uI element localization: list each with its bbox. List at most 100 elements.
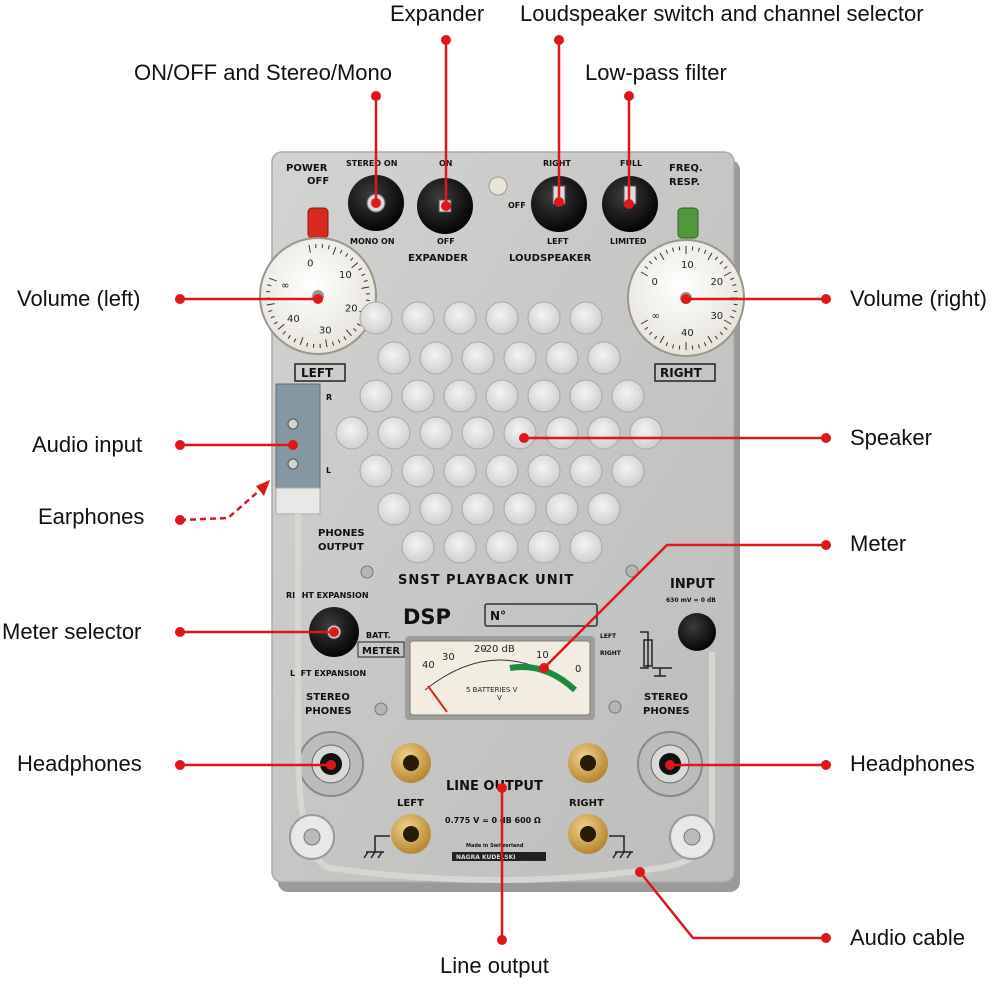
label-ls-off: OFF (508, 201, 526, 210)
meter-scale-10: 10 (536, 650, 549, 661)
grille-hole (546, 342, 578, 374)
label-right-channel: RIGHT (660, 366, 703, 380)
grille-hole (486, 455, 518, 487)
dial-number: 30 (319, 325, 332, 336)
label-left-expansion: LEFT EXPANSION (290, 669, 366, 678)
green-button[interactable] (678, 208, 698, 238)
line-output-right-bottom[interactable] (568, 814, 608, 854)
grille-hole (570, 531, 602, 563)
grille-hole (486, 380, 518, 412)
grille-hole (420, 342, 452, 374)
label-input-left: LEFT (600, 633, 617, 640)
label-input-right: RIGHT (600, 650, 622, 657)
dial-tick (679, 246, 680, 250)
callout-audio-input: Audio input (32, 434, 142, 456)
meter-db-label: -20 dB (482, 644, 515, 655)
label-off: OFF (307, 176, 329, 187)
callout-onoff: ON/OFF and Stereo/Mono (134, 62, 392, 84)
label-line-right: RIGHT (569, 798, 604, 809)
grille-hole (528, 531, 560, 563)
label-resp: RESP. (669, 177, 700, 188)
grille-hole (402, 380, 434, 412)
audio-input-block[interactable] (276, 384, 320, 514)
meter-scale-30: 30 (442, 652, 455, 663)
callout-expander: Expander (390, 3, 484, 25)
grille-hole (588, 493, 620, 525)
label-made-in: Made in Switzerland (466, 843, 524, 849)
grille-hole (378, 417, 410, 449)
grille-hole (630, 417, 662, 449)
callout-volume-left: Volume (left) (17, 288, 141, 310)
callout-headphones-left: Headphones (17, 753, 142, 775)
label-stereo-left: STEREO (306, 692, 350, 703)
label-input: INPUT (670, 577, 715, 592)
line-output-left-top[interactable] (391, 743, 431, 783)
screw (609, 701, 621, 713)
line-output-right-top[interactable] (568, 743, 608, 783)
dial-number: 10 (681, 260, 694, 271)
cable-clamp-right (670, 815, 714, 859)
label-expander: EXPANDER (408, 253, 468, 264)
label-loudspeaker: LOUDSPEAKER (509, 253, 592, 264)
label-output: OUTPUT (318, 542, 364, 553)
grille-hole (444, 455, 476, 487)
grille-hole (378, 342, 410, 374)
meter-scale-20: 20 (474, 644, 487, 655)
dial-number: ∞ (652, 311, 660, 322)
dial-number: 40 (681, 328, 694, 339)
dial-tick (692, 246, 693, 250)
label-brand: NAGRA KUDELSKI (456, 854, 515, 861)
callout-volume-right: Volume (right) (850, 288, 987, 310)
grille-hole (528, 302, 560, 334)
grille-hole (546, 493, 578, 525)
dial-number: 40 (287, 314, 300, 325)
grille-hole (528, 455, 560, 487)
grille-hole (444, 302, 476, 334)
grille-hole (444, 531, 476, 563)
screw (361, 566, 373, 578)
grille-hole (546, 417, 578, 449)
label-stereo-right: STEREO (644, 692, 688, 703)
dial-tick (734, 291, 738, 292)
grille-hole (486, 531, 518, 563)
callout-line-output: Line output (440, 955, 549, 977)
grille-hole (504, 342, 536, 374)
cable-clamp-left (290, 815, 334, 859)
grille-hole (588, 417, 620, 449)
label-stereo-on: STEREO ON (346, 159, 397, 168)
dial-number: 30 (710, 311, 723, 322)
label-mono-on: MONO ON (350, 237, 395, 246)
label-limited: LIMITED (610, 237, 647, 246)
label-line-left: LEFT (397, 798, 424, 809)
label-phones-left: PHONES (305, 706, 352, 717)
label-r: R (326, 393, 332, 402)
input-jack[interactable] (678, 613, 716, 651)
label-exp-off: OFF (437, 237, 455, 246)
grille-hole (444, 380, 476, 412)
unit-name: SNST PLAYBACK UNIT (398, 573, 574, 588)
callout-meter: Meter (850, 533, 906, 555)
grille-hole (336, 417, 368, 449)
label-phones-right: PHONES (643, 706, 690, 717)
dial-number: 20 (345, 304, 358, 315)
leader-earphones (180, 490, 260, 520)
dial-number: ∞ (281, 280, 289, 291)
grille-hole (402, 302, 434, 334)
dial-number: 0 (307, 259, 313, 270)
grille-hole (378, 493, 410, 525)
panel-lamp (489, 177, 507, 195)
power-button[interactable] (308, 208, 328, 238)
line-output-left-bottom[interactable] (391, 814, 431, 854)
callout-audio-cable: Audio cable (850, 927, 965, 949)
label-line-spec: 0.775 V = 0 dB 600 Ω (445, 816, 541, 825)
callout-lowpass: Low-pass filter (585, 62, 727, 84)
grille-hole (462, 417, 494, 449)
label-full: FULL (620, 159, 642, 168)
grille-hole (570, 380, 602, 412)
label-l: L (326, 466, 331, 475)
label-left-channel: LEFT (301, 366, 334, 380)
label-ls-right: RIGHT (543, 159, 571, 168)
grille-hole (588, 342, 620, 374)
callout-meter-selector: Meter selector (2, 621, 141, 643)
